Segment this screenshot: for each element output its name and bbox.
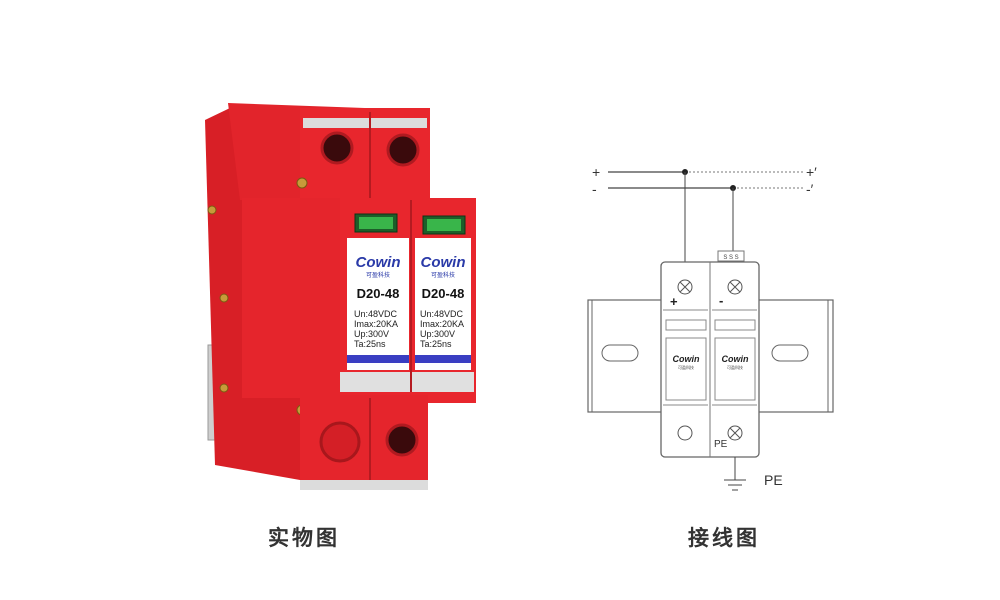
status-led-2 bbox=[427, 219, 461, 231]
terminal-hole-1 bbox=[320, 131, 354, 165]
product-photo: Cowin 可盈科技 D20-48 Un:48VDC Imax:20KA Up:… bbox=[205, 103, 476, 490]
led-window-outline bbox=[665, 319, 707, 331]
label-outline bbox=[665, 337, 707, 401]
screw-cross bbox=[729, 281, 741, 293]
spec-line: Imax:20KA bbox=[420, 319, 464, 329]
brand-cn: 可盈科技 bbox=[431, 271, 455, 279]
pe-module-label: PE bbox=[714, 439, 728, 450]
screw-cross bbox=[679, 281, 691, 293]
screw-icon bbox=[727, 425, 743, 441]
label-pole-1 bbox=[347, 238, 409, 370]
terminal-minus-label: - bbox=[719, 293, 723, 308]
minus-prime-label: -′ bbox=[806, 181, 814, 197]
minus-label: - bbox=[592, 181, 597, 197]
screw-icon bbox=[727, 279, 743, 295]
wiring-diagram bbox=[587, 169, 834, 491]
din-slot bbox=[601, 344, 639, 362]
pe-ground-label: PE bbox=[764, 472, 783, 488]
diagram-brand: Cowin bbox=[673, 354, 700, 364]
bottom-gray-strip bbox=[340, 372, 474, 392]
screw-icon bbox=[677, 279, 693, 295]
brand-logo: Cowin bbox=[356, 254, 401, 271]
spec-line: Un:48VDC bbox=[354, 309, 398, 319]
terminal-cap bbox=[319, 421, 361, 463]
bottom-gray-edge bbox=[300, 480, 428, 490]
terminal-circle-icon bbox=[677, 425, 693, 441]
caption-photo: 实物图 bbox=[268, 526, 340, 550]
rivet-icon bbox=[296, 177, 308, 189]
din-slot bbox=[771, 344, 809, 362]
remote-terminal-label: S S S bbox=[723, 255, 738, 261]
remote-terminal bbox=[717, 250, 745, 262]
top-gray-strip bbox=[303, 118, 427, 128]
rivet-icon bbox=[219, 383, 229, 393]
led-window-outline bbox=[714, 319, 756, 331]
brand-logo: Cowin bbox=[421, 254, 466, 271]
label-pole-2 bbox=[415, 238, 471, 370]
spec-line: Up:300V bbox=[420, 329, 455, 339]
status-led-1 bbox=[359, 217, 393, 229]
spec-line: Up:300V bbox=[354, 329, 389, 339]
diagram-brand-cn: 可盈科技 bbox=[678, 364, 694, 370]
spec-line: Un:48VDC bbox=[420, 309, 464, 319]
diagram-brand-cn: 可盈科技 bbox=[727, 364, 743, 370]
screw-cross bbox=[729, 427, 741, 439]
rivet-icon bbox=[207, 205, 217, 215]
rivet-icon bbox=[219, 293, 229, 303]
model-name: D20-48 bbox=[422, 286, 465, 301]
label-outline bbox=[714, 337, 756, 401]
terminal-hole-3 bbox=[385, 423, 419, 457]
label-blue-band-1 bbox=[347, 355, 409, 363]
diagram-brand: Cowin bbox=[722, 354, 749, 364]
plus-label: + bbox=[592, 164, 600, 180]
model-name: D20-48 bbox=[357, 286, 400, 301]
caption-wiring: 接线图 bbox=[688, 526, 760, 550]
module-front-left bbox=[242, 198, 348, 398]
terminal-hole-2 bbox=[386, 133, 420, 167]
spec-line: Ta:25ns bbox=[420, 339, 452, 349]
brand-cn: 可盈科技 bbox=[366, 271, 390, 279]
terminal-plus-label: + bbox=[670, 294, 678, 309]
plus-prime-label: +′ bbox=[806, 164, 817, 180]
diagram-labels: + - +′ -′ + - S S S Cowin 可盈科技 Cowin 可盈科… bbox=[592, 164, 817, 488]
spec-line: Ta:25ns bbox=[354, 339, 386, 349]
spec-line: Imax:20KA bbox=[354, 319, 398, 329]
label-blue-band-2 bbox=[415, 355, 471, 363]
